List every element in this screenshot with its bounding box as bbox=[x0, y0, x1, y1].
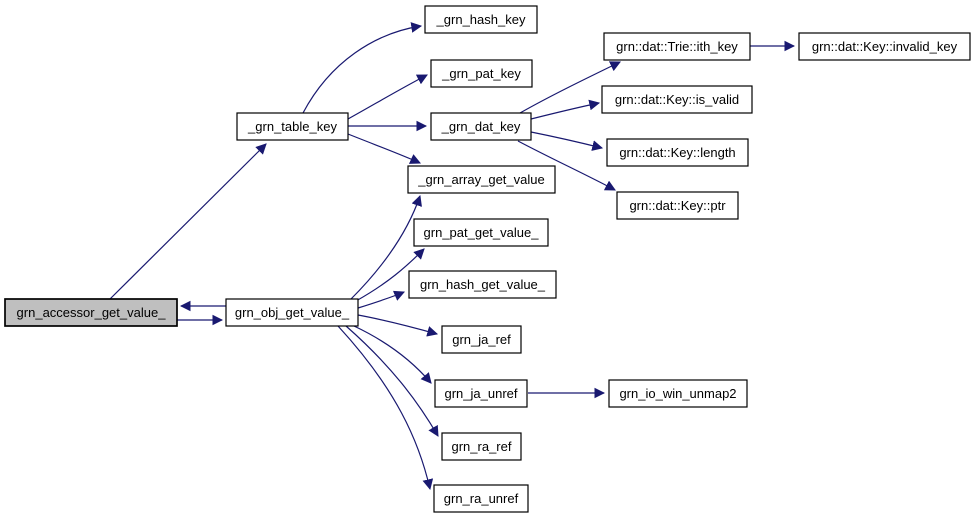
node-label-table-key: _grn_table_key bbox=[247, 119, 337, 134]
node-ra-unref[interactable]: grn_ra_unref bbox=[433, 484, 529, 513]
node-hash-get-value[interactable]: grn_hash_get_value_ bbox=[408, 270, 557, 299]
node-label-hash-key: _grn_hash_key bbox=[436, 12, 526, 27]
node-label-dat-key: _grn_dat_key bbox=[441, 119, 521, 134]
node-label-ra-unref: grn_ra_unref bbox=[444, 491, 519, 506]
node-box-key-length[interactable] bbox=[606, 138, 749, 167]
node-box-ja-ref[interactable] bbox=[441, 325, 522, 354]
node-box-trie-ith-key[interactable] bbox=[603, 32, 751, 61]
node-io-win-unmap2[interactable]: grn_io_win_unmap2 bbox=[608, 379, 748, 408]
edge-obj-get-value-to-ja-unref bbox=[353, 325, 432, 384]
edge-dat-key-to-key-is-valid bbox=[530, 99, 601, 120]
node-label-trie-ith-key: grn::dat::Trie::ith_key bbox=[616, 39, 738, 54]
edge-table-key-to-pat-key bbox=[347, 74, 428, 120]
node-label-pat-get-value: grn_pat_get_value_ bbox=[424, 225, 540, 240]
edge-obj-get-value-to-hash-get-value bbox=[357, 290, 405, 309]
node-label-io-win-unmap2: grn_io_win_unmap2 bbox=[619, 386, 736, 401]
node-box-hash-key[interactable] bbox=[424, 5, 538, 34]
node-box-accessor[interactable] bbox=[4, 298, 178, 327]
edge-obj-get-value-to-ja-ref bbox=[357, 314, 439, 337]
node-box-hash-get-value[interactable] bbox=[408, 270, 557, 299]
node-label-ja-unref: grn_ja_unref bbox=[445, 386, 518, 401]
node-pat-key[interactable]: _grn_pat_key bbox=[430, 59, 533, 88]
node-label-ja-ref: grn_ja_ref bbox=[452, 332, 511, 347]
node-box-io-win-unmap2[interactable] bbox=[608, 379, 748, 408]
node-table-key[interactable]: _grn_table_key bbox=[236, 112, 349, 141]
node-pat-get-value[interactable]: grn_pat_get_value_ bbox=[413, 218, 549, 247]
node-label-array-get-value: _grn_array_get_value bbox=[417, 172, 544, 187]
node-label-key-ptr: grn::dat::Key::ptr bbox=[629, 198, 726, 213]
node-hash-key[interactable]: _grn_hash_key bbox=[424, 5, 538, 34]
node-box-ja-unref[interactable] bbox=[434, 379, 528, 408]
node-box-array-get-value[interactable] bbox=[407, 165, 556, 194]
node-label-accessor: grn_accessor_get_value_ bbox=[17, 305, 167, 320]
node-array-get-value[interactable]: _grn_array_get_value bbox=[407, 165, 556, 194]
node-label-hash-get-value: grn_hash_get_value_ bbox=[420, 277, 546, 292]
edge-obj-get-value-to-pat-get-value bbox=[355, 248, 425, 302]
node-label-key-invalid-key: grn::dat::Key::invalid_key bbox=[812, 39, 958, 54]
edge-table-key-to-hash-key bbox=[302, 22, 423, 114]
node-label-obj-get-value: grn_obj_get_value_ bbox=[235, 305, 350, 320]
node-box-table-key[interactable] bbox=[236, 112, 349, 141]
node-box-key-is-valid[interactable] bbox=[601, 85, 753, 114]
node-label-ra-ref: grn_ra_ref bbox=[452, 439, 512, 454]
edge-table-key-to-array-get-value bbox=[347, 133, 421, 164]
node-key-invalid-key[interactable]: grn::dat::Key::invalid_key bbox=[798, 32, 971, 61]
edges-layer bbox=[109, 22, 796, 491]
node-label-key-length: grn::dat::Key::length bbox=[619, 145, 735, 160]
node-box-ra-unref[interactable] bbox=[433, 484, 529, 513]
node-dat-key[interactable]: _grn_dat_key bbox=[430, 112, 532, 141]
node-box-pat-key[interactable] bbox=[430, 59, 533, 88]
node-box-key-invalid-key[interactable] bbox=[798, 32, 971, 61]
node-box-dat-key[interactable] bbox=[430, 112, 532, 141]
node-accessor[interactable]: grn_accessor_get_value_ bbox=[4, 298, 178, 327]
node-key-ptr[interactable]: grn::dat::Key::ptr bbox=[616, 191, 739, 220]
edge-dat-key-to-key-ptr bbox=[517, 140, 616, 191]
nodes-layer: grn_accessor_get_value__grn_table_keygrn… bbox=[4, 5, 971, 513]
node-ja-unref[interactable]: grn_ja_unref bbox=[434, 379, 528, 408]
node-box-key-ptr[interactable] bbox=[616, 191, 739, 220]
node-label-key-is-valid: grn::dat::Key::is_valid bbox=[615, 92, 739, 107]
edge-obj-get-value-to-array-get-value bbox=[350, 194, 422, 300]
node-ra-ref[interactable]: grn_ra_ref bbox=[441, 432, 522, 461]
node-box-pat-get-value[interactable] bbox=[413, 218, 549, 247]
node-trie-ith-key[interactable]: grn::dat::Trie::ith_key bbox=[603, 32, 751, 61]
node-box-ra-ref[interactable] bbox=[441, 432, 522, 461]
edge-dat-key-to-trie-ith-key bbox=[519, 61, 621, 114]
node-label-pat-key: _grn_pat_key bbox=[441, 66, 521, 81]
edge-dat-key-to-key-length bbox=[530, 131, 604, 151]
edge-obj-get-value-to-ra-unref bbox=[337, 325, 434, 491]
node-key-is-valid[interactable]: grn::dat::Key::is_valid bbox=[601, 85, 753, 114]
edge-accessor-to-table-key bbox=[109, 143, 267, 300]
node-ja-ref[interactable]: grn_ja_ref bbox=[441, 325, 522, 354]
node-box-obj-get-value[interactable] bbox=[225, 298, 359, 327]
node-obj-get-value[interactable]: grn_obj_get_value_ bbox=[225, 298, 359, 327]
edge-obj-get-value-to-ra-ref bbox=[345, 325, 439, 437]
node-key-length[interactable]: grn::dat::Key::length bbox=[606, 138, 749, 167]
